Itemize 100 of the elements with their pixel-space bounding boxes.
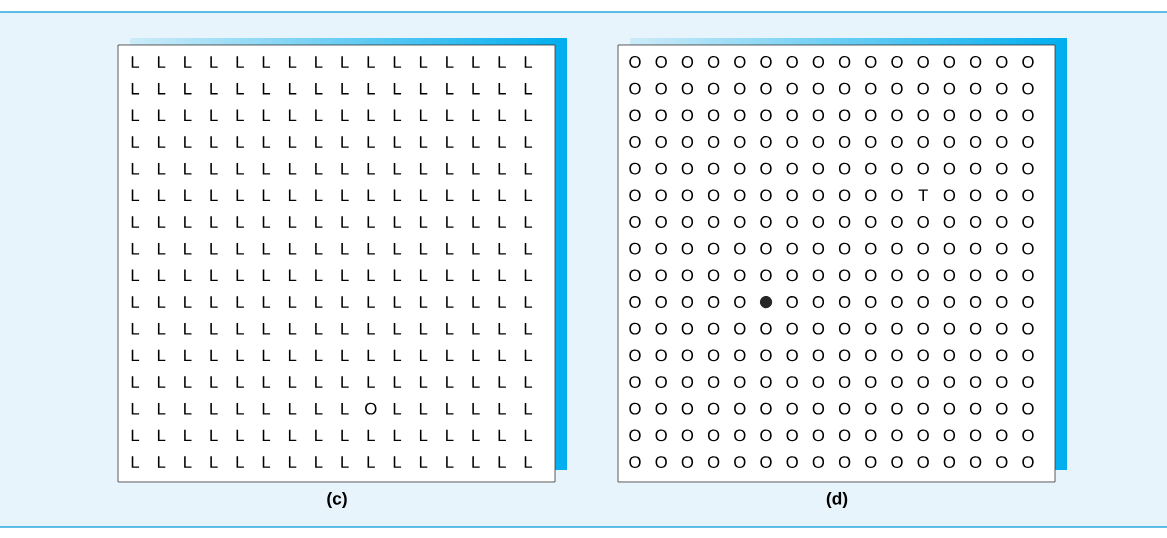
letter: L [524, 189, 533, 202]
letter: L [236, 322, 244, 335]
letter: O [943, 242, 956, 255]
letter: O [760, 376, 772, 388]
letter: L [262, 349, 271, 362]
letter: L [367, 456, 375, 468]
panel-caption: (c) [327, 491, 347, 509]
letter: O [629, 136, 641, 148]
letter: L [157, 82, 166, 95]
letter: L [131, 82, 140, 95]
letter: O [996, 82, 1008, 95]
letter: L [472, 82, 480, 95]
letter: L [419, 402, 428, 415]
letter: O [943, 322, 956, 335]
letter: L [446, 429, 454, 442]
panel-caption: (d) [826, 491, 848, 509]
letter: L [367, 296, 375, 308]
letter: L [341, 82, 349, 95]
letter: O [760, 322, 772, 335]
letter: O [917, 376, 929, 388]
letter: O [865, 162, 877, 175]
letter: O [943, 296, 956, 308]
letter: O [629, 456, 641, 468]
letter: L [498, 376, 506, 388]
letter: L [157, 349, 166, 362]
letter: L [288, 136, 297, 148]
letter: O [681, 82, 694, 95]
letter: L [393, 296, 402, 308]
letter: L [210, 82, 218, 95]
letter: L [157, 216, 166, 228]
letter: L [446, 376, 454, 388]
letter: L [157, 322, 166, 335]
letter: O [734, 269, 746, 282]
letter: L [498, 296, 506, 308]
letter: L [236, 349, 244, 362]
letter: L [524, 349, 533, 362]
letter: O [838, 322, 851, 335]
letter: O [1022, 242, 1034, 255]
letter: L [288, 456, 297, 468]
letter: O [707, 242, 720, 255]
letter: O [655, 162, 667, 175]
letter: O [655, 136, 667, 148]
letter: O [707, 189, 720, 202]
letter: O [943, 349, 956, 362]
letter: L [315, 376, 323, 388]
letter: L [131, 402, 140, 415]
letter: L [524, 109, 533, 122]
letter: O [760, 456, 772, 468]
letter: L [262, 56, 271, 68]
letter: O [812, 349, 825, 362]
letter: O [786, 402, 798, 415]
letter: O [1022, 189, 1034, 202]
letter: L [131, 216, 140, 228]
letter: O [1022, 402, 1034, 415]
letter: L [210, 349, 218, 362]
letter: L [236, 56, 244, 68]
letter: L [498, 109, 506, 122]
letter: O [812, 162, 825, 175]
letter: O [734, 189, 746, 202]
letter: O [786, 242, 798, 255]
letter: L [498, 269, 506, 282]
letter: L [393, 349, 402, 362]
letter: O [838, 456, 851, 468]
letter: L [446, 322, 454, 335]
letter: L [315, 429, 323, 442]
letter: O [655, 376, 667, 388]
letter: L [446, 456, 454, 468]
letter: O [969, 376, 982, 388]
letter: O [707, 456, 720, 468]
letter: L [498, 322, 506, 335]
letter: O [734, 429, 746, 442]
letter: L [184, 376, 192, 388]
letter: O [629, 402, 641, 415]
letter: O [943, 216, 956, 228]
letter: O [734, 82, 746, 95]
letter: L [341, 296, 349, 308]
letter: L [393, 56, 402, 68]
letter: L [393, 456, 402, 468]
letter: O [943, 456, 956, 468]
letter: L [341, 162, 349, 175]
letter: L [367, 136, 375, 148]
letter: O [812, 242, 825, 255]
letter: L [341, 429, 349, 442]
letter: O [734, 162, 746, 175]
letter: O [1022, 136, 1034, 148]
letter: O [655, 216, 667, 228]
letter: L [472, 349, 480, 362]
letter: O [996, 429, 1008, 442]
letter: L [131, 296, 140, 308]
letter: O [760, 269, 772, 282]
letter: O [681, 189, 694, 202]
letter: O [812, 269, 825, 282]
letter: L [446, 56, 454, 68]
letter: L [367, 216, 375, 228]
letter: O [865, 376, 877, 388]
letter: L [131, 136, 140, 148]
letter: O [707, 429, 720, 442]
letter: O [891, 242, 903, 255]
letter: O [812, 376, 825, 388]
letter: L [341, 376, 349, 388]
